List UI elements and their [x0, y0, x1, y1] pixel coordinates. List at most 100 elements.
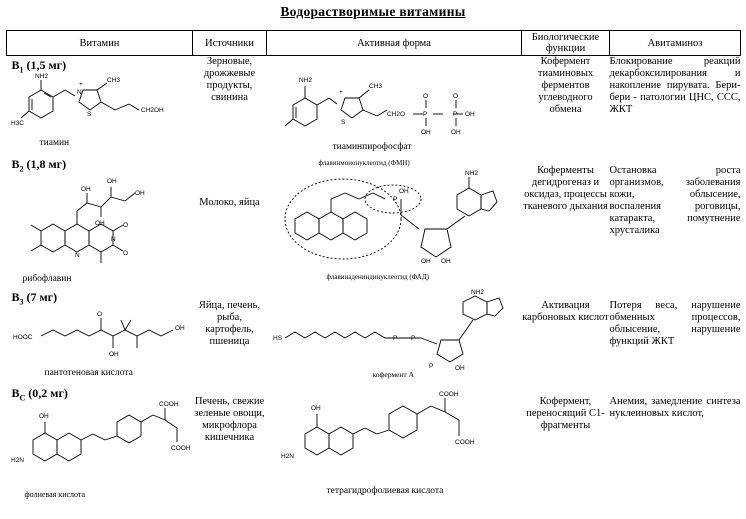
compound-label: рибофлавин: [22, 273, 72, 284]
svg-text:P: P: [423, 111, 427, 118]
vitamin-name: BC (0,2 мг): [11, 385, 68, 402]
svg-text:COOH: COOH: [439, 391, 459, 398]
coenzyme-a-structure: HS P P P NH2 OH: [273, 289, 504, 372]
active-form-cell: NH2 CH3 CH2O P P OH O O OH OH S + тиамин…: [267, 56, 522, 155]
sources-cell: Зерновые, дрожжевые продукты, свинина: [203, 56, 256, 103]
svg-text:N: N: [75, 252, 80, 259]
vitamin-name: B2 (1,8 мг): [11, 156, 67, 173]
svg-text:OH: OH: [421, 129, 431, 136]
table-row: BC (0,2 мг) OH H2N COOH COOH фолиевая ки…: [7, 384, 741, 513]
deficiency-cell: Потеря веса, нарушение обменных процессо…: [609, 299, 741, 347]
svg-text:HS: HS: [273, 335, 283, 342]
sources-cell: Молоко, яйца: [199, 196, 260, 208]
riboflavin-structure: OH OH OH OH O O N N: [30, 178, 145, 263]
header-sources: Источники: [192, 30, 267, 56]
vitamin-cell: B3 (7 мг) HOOC O OH OH пантотеновая кисл…: [7, 288, 193, 384]
svg-text:NH2: NH2: [35, 73, 48, 80]
svg-text:+: +: [339, 89, 343, 96]
svg-text:OH: OH: [135, 190, 145, 197]
header-deficiency: Авитаминоз: [609, 30, 741, 56]
svg-text:COOH: COOH: [455, 439, 475, 446]
compound-label: фолиевая кислота: [24, 489, 86, 499]
svg-text:CH3: CH3: [369, 83, 382, 90]
svg-text:NH2: NH2: [471, 289, 484, 296]
pantothenic-acid-structure: HOOC O OH OH: [13, 311, 185, 358]
vitamin-cell: B1 (1,5 мг) NH2 H3C CH3 CH2OH N S: [7, 56, 193, 155]
thiamine-structure: NH2 H3C CH3 CH2OH N S +: [11, 73, 164, 127]
thiamine-pyrophosphate-structure: NH2 CH3 CH2O P P OH O O OH OH S +: [284, 77, 475, 136]
header-active-form: Активная форма: [266, 30, 522, 56]
functions-cell: Коферменты дегидрогеназ и оксидаз, проце…: [523, 164, 608, 212]
compound-label: тиамин: [39, 138, 70, 148]
header-vitamin: Витамин: [6, 30, 193, 56]
svg-text:N: N: [77, 89, 82, 96]
svg-text:OH: OH: [465, 111, 475, 118]
svg-text:CH2O: CH2O: [387, 111, 405, 118]
svg-text:P: P: [429, 363, 433, 370]
compound-label: пантотеновая кислота: [44, 367, 133, 378]
svg-text:OH: OH: [451, 129, 461, 136]
svg-text:P: P: [453, 111, 457, 118]
svg-text:HOOC: HOOC: [13, 334, 33, 341]
fad-label: флавинадениндинуклеотид (ФАД): [326, 272, 429, 281]
deficiency-cell: Остановка роста организмов, заболевания …: [609, 164, 741, 236]
svg-text:O: O: [97, 311, 102, 318]
svg-text:OH: OH: [421, 258, 431, 265]
svg-text:P: P: [411, 335, 415, 342]
folic-acid-structure: OH H2N COOH COOH: [11, 401, 191, 464]
vitamin-name: B3 (7 мг): [11, 289, 58, 306]
svg-text:NH2: NH2: [465, 170, 478, 177]
svg-text:OH: OH: [109, 351, 119, 358]
deficiency-cell: Блокирование реакций декарбоксилирования…: [609, 56, 741, 115]
svg-text:N: N: [111, 236, 116, 243]
svg-text:S: S: [341, 119, 346, 126]
active-form-label: тетрагидрофолиевая кислота: [326, 485, 444, 496]
svg-text:O: O: [123, 250, 128, 257]
svg-text:OH: OH: [81, 186, 91, 193]
svg-text:NH2: NH2: [299, 77, 312, 84]
vitamin-cell: BC (0,2 мг) OH H2N COOH COOH фолиевая ки…: [7, 384, 193, 513]
svg-text:H2N: H2N: [11, 457, 24, 464]
svg-text:OH: OH: [175, 325, 185, 332]
svg-text:O: O: [123, 222, 128, 229]
fad-structure: P NH2 OH OH OH: [284, 170, 498, 265]
vitamins-table: Витамин Источники Активная форма Биологи…: [6, 30, 741, 513]
svg-text:H2N: H2N: [281, 453, 294, 460]
table-row: B2 (1,8 мг) OH OH OH OH O O N: [7, 155, 741, 288]
active-form-cell: флавинмононуклеотид (ФМН) P NH2: [267, 155, 522, 288]
svg-text:OH: OH: [95, 220, 105, 227]
svg-text:O: O: [453, 93, 458, 100]
svg-text:CH3: CH3: [107, 77, 120, 84]
functions-cell: Активация карбоновых кислот: [522, 299, 609, 323]
svg-text:S: S: [87, 111, 92, 118]
active-form-label: тиаминпирофосфат: [332, 142, 412, 152]
svg-text:+: +: [79, 81, 83, 88]
svg-text:COOH: COOH: [171, 445, 191, 452]
table-row: B1 (1,5 мг) NH2 H3C CH3 CH2OH N S: [7, 56, 741, 155]
svg-text:OH: OH: [39, 413, 49, 420]
sources-cell: Яйца, печень, рыба, картофель, пшеница: [198, 299, 261, 347]
functions-cell: Кофермент тиаминовых ферментов углеводно…: [537, 56, 594, 115]
svg-text:P: P: [393, 196, 397, 203]
vitamin-cell: B2 (1,8 мг) OH OH OH OH O O N: [7, 155, 193, 288]
sources-cell: Печень, свежие зеленые овощи, микрофлора…: [194, 395, 265, 443]
svg-text:OH: OH: [399, 188, 409, 195]
fmn-label: флавинмононуклеотид (ФМН): [318, 158, 410, 167]
svg-text:CH2OH: CH2OH: [141, 107, 164, 114]
svg-text:OH: OH: [441, 258, 451, 265]
table-row: B3 (7 мг) HOOC O OH OH пантотеновая кисл…: [7, 288, 741, 384]
svg-text:O: O: [423, 93, 428, 100]
active-form-cell: HS P P P NH2 OH кофермент А: [267, 288, 522, 384]
table-header-row: Витамин Источники Активная форма Биологи…: [6, 30, 741, 56]
svg-text:P: P: [393, 335, 397, 342]
functions-cell: Кофермент, переносящий С1-фрагменты: [526, 395, 605, 431]
page-title: Водорастворимые витамины: [280, 4, 466, 19]
vitamin-name: B1 (1,5 мг): [11, 58, 67, 75]
svg-text:OH: OH: [107, 178, 117, 185]
svg-text:H3C: H3C: [11, 120, 24, 127]
deficiency-cell: Анемия, замедление синтеза нуклеиновых к…: [609, 395, 741, 419]
svg-text:OH: OH: [455, 365, 465, 372]
active-form-label: кофермент А: [372, 369, 415, 379]
svg-text:OH: OH: [311, 405, 321, 412]
active-form-cell: OH H2N COOH COOH тетрагидрофолиевая кисл…: [267, 384, 522, 513]
